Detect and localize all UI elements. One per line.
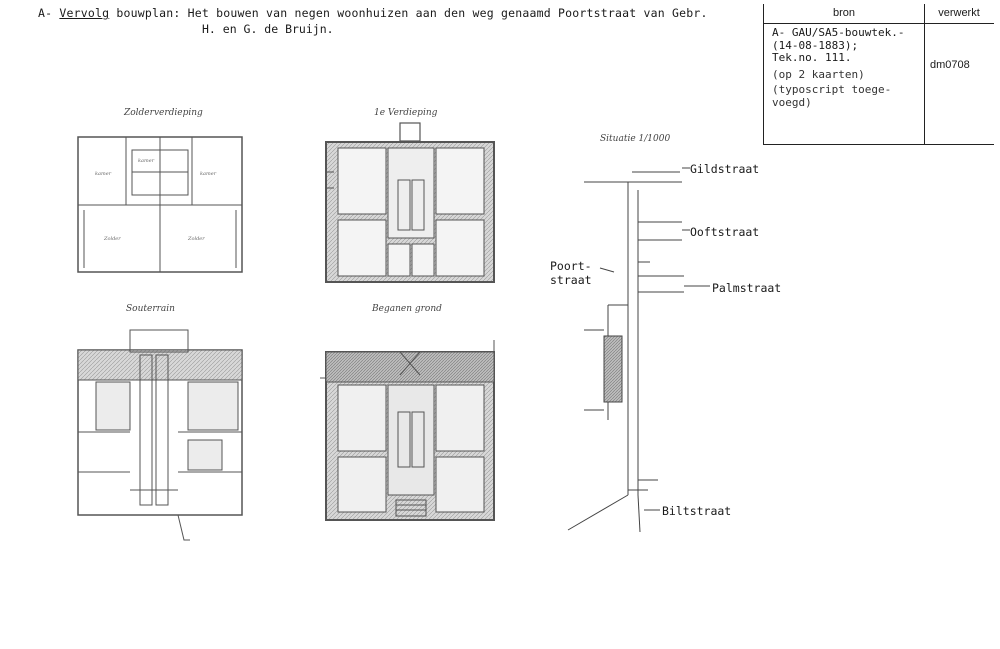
plan-title-zolder: Zolderverdieping <box>124 108 203 118</box>
source-col-verwerkt: verwerkt <box>938 7 980 19</box>
document-header-line-2: H. en G. de Bruijn. <box>202 22 334 36</box>
plan-title-begane: Beganen grond <box>372 304 442 314</box>
svg-text:kamer: kamer <box>138 158 155 164</box>
svg-text:kamer: kamer <box>95 171 112 177</box>
header-prefix: A- <box>38 6 53 20</box>
source-line: A- GAU/SA5-bouwtek.- <box>772 26 905 39</box>
svg-text:Zolder: Zolder <box>187 236 205 242</box>
svg-text:kamer: kamer <box>200 171 217 177</box>
svg-text:Zolder: Zolder <box>103 236 121 242</box>
street-label-poortstraat-1: Poort- <box>550 259 592 273</box>
document-header-line-1: A- Vervolg bouwplan: Het bouwen van nege… <box>38 6 708 20</box>
header-description: bouwplan: Het bouwen van negen woonhuize… <box>116 6 708 20</box>
plan-title-eerste: 1e Verdieping <box>374 108 438 118</box>
floorplan-souterrain <box>77 329 243 541</box>
table-divider <box>924 4 925 144</box>
floorplan-eerste-verdieping <box>325 122 495 283</box>
source-line: Tek.no. 111. <box>772 51 852 64</box>
source-line: (typoscript toege- <box>772 83 892 96</box>
table-divider <box>764 23 994 24</box>
source-line: voegd) <box>772 95 812 109</box>
source-col-bron: bron <box>832 7 856 19</box>
street-label-gildstraat: Gildstraat <box>690 162 760 176</box>
floorplan-beganen-grond <box>320 340 495 521</box>
floorplan-zolder: kamer kamer kamer Zolder Zolder <box>77 136 243 273</box>
plan-title-situatie: Situatie 1/1000 <box>600 134 671 144</box>
source-table: bron verwerkt A- GAU/SA5-bouwtek.- (14-0… <box>763 4 994 145</box>
verwerkt-value: dm0708 <box>930 59 970 71</box>
street-label-ooftstraat: Ooftstraat <box>690 225 760 239</box>
source-line: (14-08-1883); <box>772 38 859 52</box>
header-vervolg: Vervolg <box>59 6 110 20</box>
source-line: (op 2 kaarten) <box>772 67 865 81</box>
street-label-palmstraat: Palmstraat <box>712 281 782 295</box>
situation-map <box>567 167 710 533</box>
street-label-poortstraat-2: straat <box>550 273 592 287</box>
street-label-biltstraat: Biltstraat <box>662 504 732 518</box>
source-reference: A- GAU/SA5-bouwtek.- (14-08-1883); Tek.n… <box>772 26 905 109</box>
plan-title-souterrain: Souterrain <box>126 304 175 314</box>
